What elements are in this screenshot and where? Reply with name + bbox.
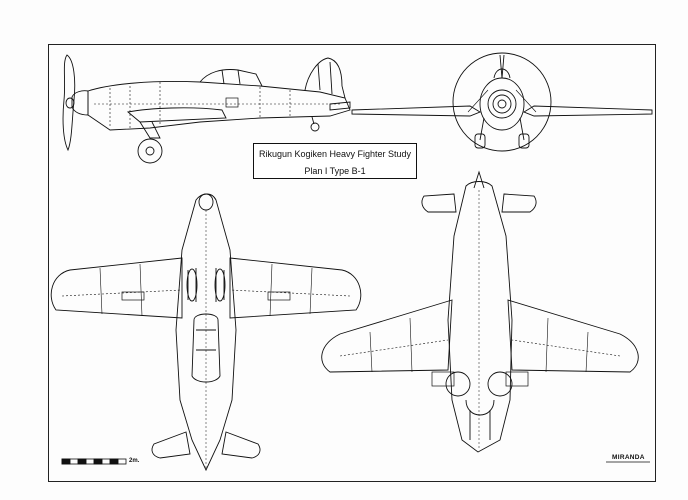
author-signature: MIRANDA bbox=[612, 454, 645, 461]
side-view bbox=[62, 54, 351, 164]
top-view bbox=[50, 193, 362, 472]
bottom-view bbox=[321, 170, 639, 453]
drawing-frame bbox=[48, 44, 656, 482]
scale-bar bbox=[61, 458, 127, 465]
drawing-title: Rikugun Kogiken Heavy Fighter Study bbox=[258, 149, 412, 159]
title-box: Rikugun Kogiken Heavy Fighter Study Plan… bbox=[253, 143, 417, 179]
drawing-subtitle: Plan I Type B-1 bbox=[304, 166, 366, 176]
scale-label: 2m. bbox=[129, 458, 140, 464]
front-view bbox=[351, 52, 653, 152]
